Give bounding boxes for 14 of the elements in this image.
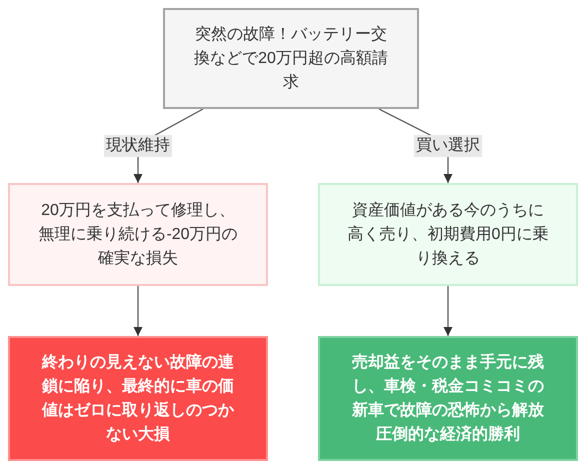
edge-label: 買い選択	[414, 135, 482, 157]
edge-label: 現状維持	[104, 135, 172, 157]
box-text: 突然の故障！バッテリー交換などで20万円超の高額請求	[193, 24, 389, 92]
arrow	[444, 286, 452, 336]
box-text: 20万円を支払って修理し、無理に乗り続ける-20万円の確実な損失	[37, 200, 239, 268]
process-box	[318, 336, 578, 461]
process-box	[8, 336, 268, 461]
arrow	[134, 286, 142, 336]
box-text: 売却益をそのまま手元に残し、車検・税金コミコミの新車で故障の恐怖から解放圧倒的な経済的勝利	[350, 352, 545, 444]
process-box	[8, 183, 268, 286]
process-box	[163, 8, 419, 109]
box-text: 終わりの見えない故障の連鎖に陥り、最終的に車の価値はゼロに取り返しのつかない大損	[40, 352, 235, 444]
process-box	[318, 183, 578, 286]
box-text: 資産価値がある今のうちに高く売り、初期費用0円に乗り換える	[346, 200, 550, 268]
